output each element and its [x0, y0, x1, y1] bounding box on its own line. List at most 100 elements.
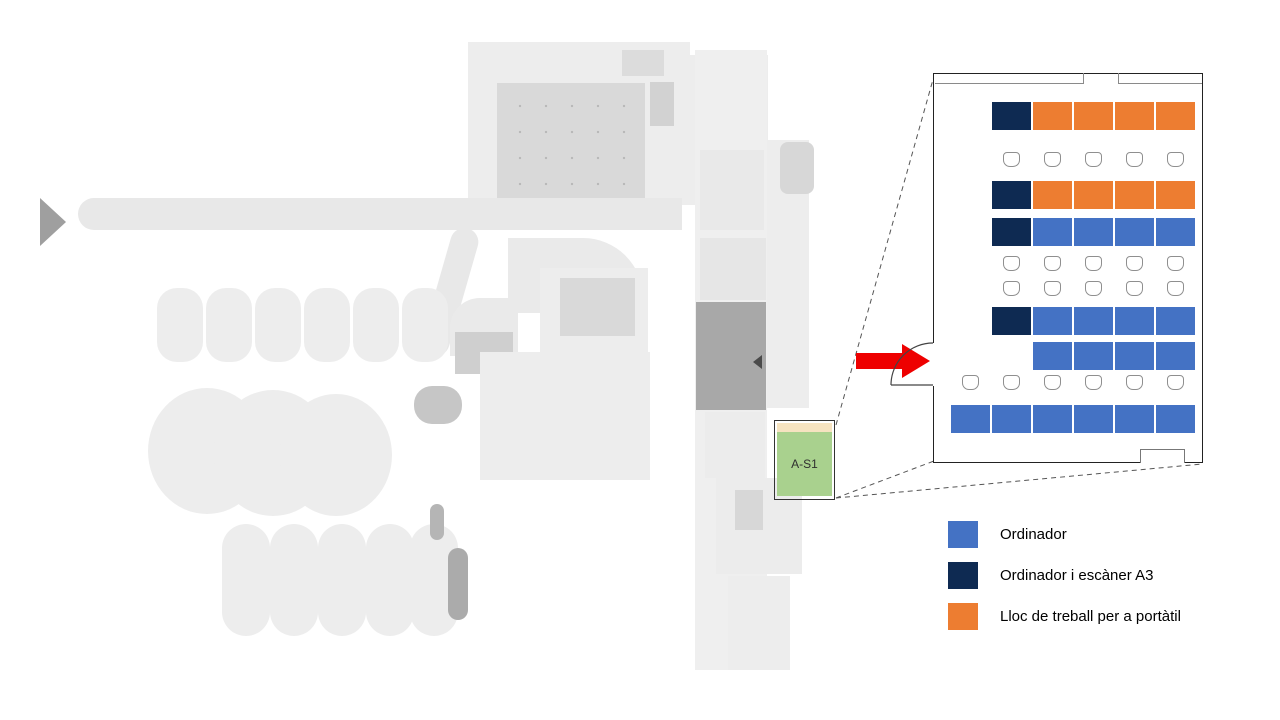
- desk-ordinador: [1073, 306, 1114, 336]
- chair: [1044, 281, 1061, 296]
- room-label: A-S1: [791, 457, 818, 471]
- floorplan-shape: [480, 352, 650, 480]
- desk-portatil: [1114, 180, 1155, 210]
- legend-label-escaner: Ordinador i escàner A3: [1000, 567, 1154, 584]
- floorplan-shape: [366, 524, 414, 636]
- floorplan-shape: [448, 548, 468, 620]
- detail-room-box: [933, 73, 1203, 463]
- chair: [1003, 152, 1020, 167]
- desk-ordinador: [1114, 341, 1155, 371]
- floorplan-shape: [206, 288, 252, 362]
- legend-label-portatil: Lloc de treball per a portàtil: [1000, 608, 1181, 625]
- corridor-arrow-icon: [753, 355, 762, 369]
- desk-ordinador: [1155, 341, 1196, 371]
- chair: [962, 375, 979, 390]
- desk-ordinador: [1114, 306, 1155, 336]
- desk-portatil: [1114, 101, 1155, 131]
- detail-bottom-notch: [1140, 449, 1185, 463]
- desk-escaner: [991, 101, 1032, 131]
- desk-ordinador: [1073, 217, 1114, 247]
- map-entrance-triangle-icon: [40, 198, 66, 246]
- chair: [1044, 256, 1061, 271]
- floorplan-shape: [705, 412, 765, 478]
- chair: [1085, 152, 1102, 167]
- floorplan-shape: [280, 394, 392, 516]
- chair: [1085, 281, 1102, 296]
- desk-portatil: [1073, 101, 1114, 131]
- floorplan-shape: [222, 524, 270, 636]
- desk-ordinador: [950, 404, 991, 434]
- chair: [1167, 152, 1184, 167]
- floorplan-shape: [157, 288, 203, 362]
- legend-swatch-escaner: [948, 562, 978, 589]
- room-outline: [774, 420, 835, 500]
- chair: [1085, 256, 1102, 271]
- desk-ordinador: [1032, 217, 1073, 247]
- floorplan-shape: [650, 82, 674, 126]
- entrance-arrow-shape: [856, 344, 930, 378]
- desk-layer: [934, 74, 1202, 462]
- desk-ordinador: [1155, 306, 1196, 336]
- desk-escaner: [991, 180, 1032, 210]
- floorplan-shape: [728, 576, 790, 670]
- desk-portatil: [1032, 101, 1073, 131]
- floorplan-shape: [430, 504, 444, 540]
- floorplan-shape: [414, 386, 462, 424]
- chair: [1044, 152, 1061, 167]
- floorplan-shape: [735, 490, 763, 530]
- floorplan-shape: [497, 83, 645, 203]
- desk-ordinador: [1032, 306, 1073, 336]
- desk-portatil: [1155, 180, 1196, 210]
- detail-wall-line: [1118, 83, 1202, 84]
- desk-escaner: [991, 217, 1032, 247]
- chair: [1044, 375, 1061, 390]
- detail-wall-tick: [1118, 73, 1119, 84]
- legend-item-ordinador: Ordinador: [948, 521, 1181, 548]
- detail-wall-tick: [1083, 73, 1084, 84]
- floorplan-shape: [318, 524, 366, 636]
- detail-wall-line: [935, 83, 1083, 84]
- floorplan-shape: [402, 288, 448, 362]
- floorplan-shape: [270, 524, 318, 636]
- legend-swatch-portatil: [948, 603, 978, 630]
- chair: [1167, 375, 1184, 390]
- floorplan-shape: [780, 142, 814, 194]
- desk-ordinador: [1073, 341, 1114, 371]
- floorplan-corridor-horizontal: [78, 198, 682, 230]
- chair: [1126, 152, 1143, 167]
- chair: [1003, 256, 1020, 271]
- floorplan-shape: [700, 238, 766, 300]
- chair: [1126, 375, 1143, 390]
- legend-item-escaner: Ordinador i escàner A3: [948, 562, 1181, 589]
- desk-ordinador: [1155, 404, 1196, 434]
- desk-portatil: [1073, 180, 1114, 210]
- desk-ordinador: [991, 404, 1032, 434]
- desk-portatil: [1155, 101, 1196, 131]
- desk-ordinador: [1073, 404, 1114, 434]
- legend-label-ordinador: Ordinador: [1000, 526, 1067, 543]
- floorplan-shape: [353, 288, 399, 362]
- chair: [1003, 375, 1020, 390]
- legend-swatch-ordinador: [948, 521, 978, 548]
- floorplan-shape: [304, 288, 350, 362]
- room-strip: [777, 423, 832, 432]
- legend-item-portatil: Lloc de treball per a portàtil: [948, 603, 1181, 630]
- desk-ordinador: [1032, 404, 1073, 434]
- chair: [1167, 256, 1184, 271]
- desk-ordinador: [1114, 404, 1155, 434]
- chair: [1003, 281, 1020, 296]
- floorplan-shape: [622, 50, 664, 76]
- desk-portatil: [1032, 180, 1073, 210]
- desk-ordinador: [1114, 217, 1155, 247]
- chair: [1126, 281, 1143, 296]
- desk-ordinador: [1032, 341, 1073, 371]
- chair: [1126, 256, 1143, 271]
- chair: [1167, 281, 1184, 296]
- room-a-s1[interactable]: A-S1: [777, 432, 832, 496]
- floorplan-shape: [560, 278, 635, 336]
- entrance-arrow: [856, 344, 930, 378]
- floorplan-shape: [255, 288, 301, 362]
- floorplan-shape: [700, 150, 764, 230]
- desk-ordinador: [1155, 217, 1196, 247]
